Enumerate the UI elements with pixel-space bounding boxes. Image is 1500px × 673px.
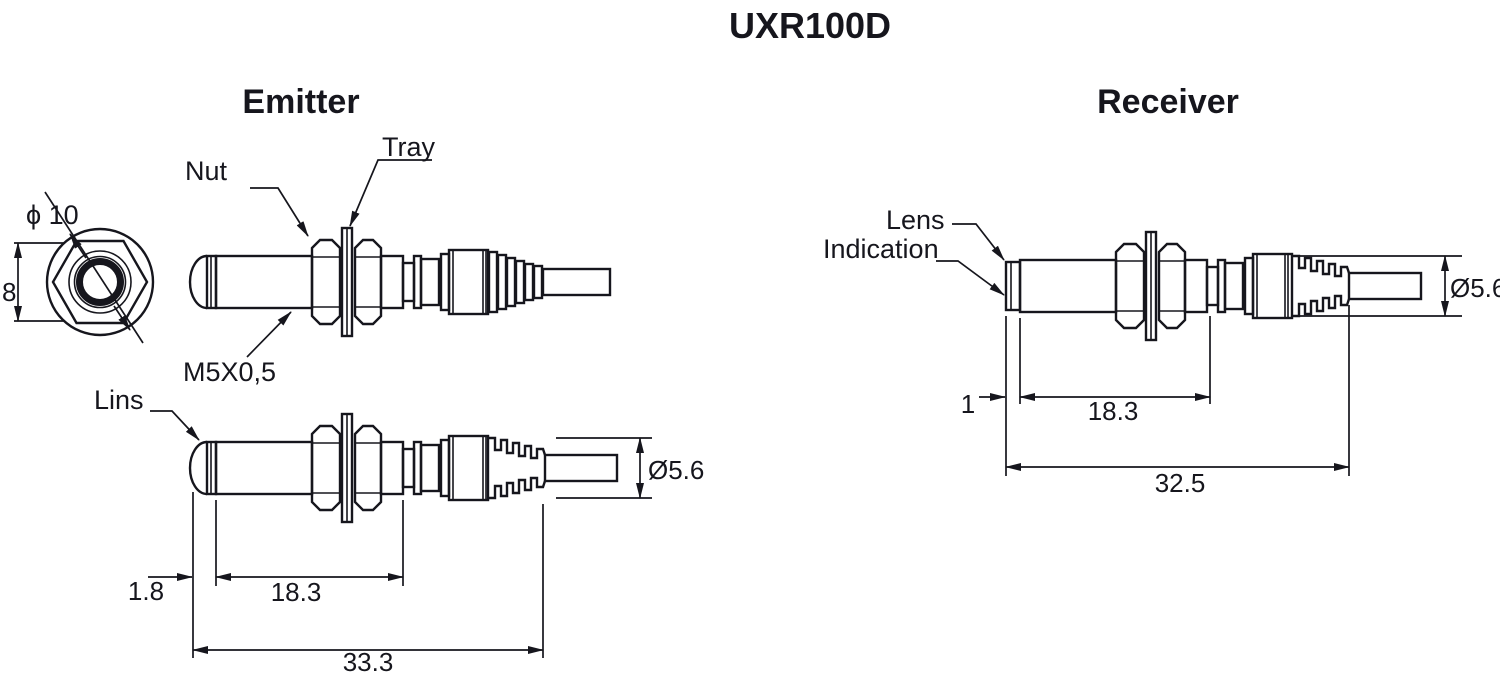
- taper-rib-4: [514, 259, 526, 305]
- crown-boot-top: [1292, 254, 1351, 278]
- dim-thread-length: 18.3: [271, 577, 322, 607]
- thread-label: M5X0,5: [183, 357, 276, 387]
- lens-leader-receiver: [952, 223, 1005, 261]
- front-hex-nut: [51, 239, 149, 325]
- lens-cap: [1004, 260, 1022, 312]
- ring-2: [439, 438, 451, 498]
- emitter-front-view: ϕ 10 8: [2, 191, 155, 344]
- emitter-heading: Emitter: [242, 83, 359, 121]
- neck: [401, 261, 416, 303]
- lens-label-emitter: Lins: [94, 385, 144, 415]
- lens-label-receiver: Lens: [886, 205, 945, 235]
- body-rear: [379, 440, 405, 496]
- tray-leader: [349, 159, 432, 227]
- front-lens-ring: [73, 255, 127, 309]
- hex-nut-1: [310, 238, 342, 326]
- lens-leader-emitter: [150, 410, 200, 441]
- crown-boot-bottom: [1292, 294, 1351, 318]
- dim-boot-diameter: Ø5.6: [1450, 273, 1500, 303]
- nut-label: Nut: [185, 156, 228, 186]
- page-title: UXR100D: [729, 5, 891, 46]
- receiver-side-view: Lens Indication 1 18.3 32.5 Ø5.6: [823, 205, 1500, 498]
- cable: [543, 453, 619, 483]
- strain-relief-taper: [487, 250, 544, 314]
- receiver-dimensions: 1 18.3 32.5 Ø5.6: [961, 255, 1500, 498]
- body-rear: [1183, 258, 1209, 314]
- hex-nut-2: [1157, 242, 1187, 330]
- dim-total-length: 33.3: [343, 647, 394, 673]
- dim-lens-offset: 1: [961, 389, 975, 419]
- connector-block: [447, 434, 490, 502]
- front-width-label: 8: [2, 277, 16, 307]
- cable: [1347, 271, 1423, 301]
- front-diameter-arrow-top: [69, 233, 87, 259]
- dim-lens-protrusion: 1.8: [128, 576, 164, 606]
- threaded-body: [214, 254, 314, 310]
- crown-boot-top: [488, 436, 547, 460]
- hex-nut-2: [353, 238, 383, 326]
- indication-label: Indication: [823, 234, 939, 264]
- lens-dome: [188, 440, 208, 496]
- dim-total-length: 32.5: [1155, 468, 1206, 498]
- lens-dome: [188, 254, 208, 310]
- threaded-body: [1018, 258, 1118, 314]
- thread-leader: [246, 311, 292, 358]
- neck: [1205, 265, 1220, 307]
- collar: [1223, 261, 1245, 311]
- taper-rib-1: [487, 250, 499, 314]
- receiver-heading: Receiver: [1097, 83, 1239, 121]
- threaded-body: [214, 440, 314, 496]
- neck: [401, 447, 416, 489]
- emitter-side-view-lower: Lins 1.8 18.3 33.3 Ø5.6: [94, 385, 704, 673]
- front-lens-ring-outer: [68, 250, 132, 314]
- crown-boot-bottom: [488, 476, 547, 500]
- connector-block: [447, 248, 490, 316]
- hex-nut-1: [1114, 242, 1146, 330]
- front-diameter-arrow-bottom: [113, 305, 131, 331]
- front-diameter-label: ϕ 10: [26, 200, 79, 230]
- body-rear: [379, 254, 405, 310]
- collar: [419, 257, 441, 307]
- front-lens-aperture: [76, 258, 124, 306]
- taper-rib-3: [505, 256, 517, 308]
- indication-leader: [936, 260, 1005, 296]
- dim-thread-length: 18.3: [1088, 396, 1139, 426]
- front-outer-circle: [45, 227, 155, 337]
- taper-rib-6: [532, 264, 544, 300]
- connector-block: [1251, 252, 1294, 320]
- hex-nut-1: [310, 424, 342, 512]
- tray-label: Tray: [382, 132, 435, 162]
- taper-rib-2: [496, 253, 508, 311]
- emitter-dimensions: 1.8 18.3 33.3 Ø5.6: [128, 437, 704, 673]
- nut-leader: [250, 187, 309, 237]
- emitter-side-view-upper: Nut Tray M5X0,5: [183, 132, 612, 387]
- ring-2: [439, 252, 451, 312]
- hex-nut-2: [353, 424, 383, 512]
- collar: [419, 443, 441, 493]
- cable: [541, 267, 612, 297]
- taper-rib-5: [523, 262, 535, 302]
- dim-boot-diameter: Ø5.6: [648, 455, 704, 485]
